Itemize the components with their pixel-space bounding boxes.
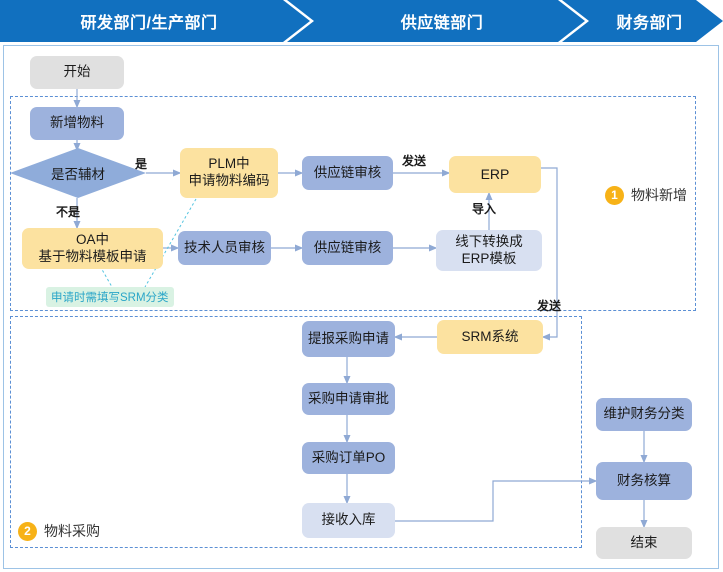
node-line-1: OA中 xyxy=(75,231,109,247)
lane-header-rd-production: 研发部门/生产部门 xyxy=(0,0,310,42)
region-2-badge: 2 物料采购 xyxy=(18,521,100,541)
node-oa-apply-by-template[interactable]: OA中 基于物料模板申请 xyxy=(22,228,163,269)
edge-label-no: 不是 xyxy=(56,205,81,219)
region-material-creation xyxy=(10,96,696,311)
lane-header-finance: 财务部门 xyxy=(562,0,723,42)
node-srm-system[interactable]: SRM系统 xyxy=(437,320,543,354)
node-receive-into-stock[interactable]: 接收入库 xyxy=(302,503,395,538)
node-maintain-finance-classification[interactable]: 维护财务分类 xyxy=(596,398,692,431)
node-start[interactable]: 开始 xyxy=(30,56,124,89)
node-end[interactable]: 结束 xyxy=(596,527,692,559)
annotation-srm-classification: 申请时需填写SRM分类 xyxy=(46,287,174,307)
node-submit-purchase-request[interactable]: 提报采购申请 xyxy=(302,321,395,357)
node-decision-is-auxiliary-material[interactable]: 是否辅材 xyxy=(10,148,146,198)
region-2-label: 物料采购 xyxy=(44,523,100,539)
edge-label-yes: 是 xyxy=(135,157,148,171)
lane-header-supply-chain: 供应链部门 xyxy=(287,0,585,42)
lane-header-label: 财务部门 xyxy=(616,15,683,32)
region-1-badge: 1 物料新增 xyxy=(605,185,687,205)
node-line-2: 申请物料编码 xyxy=(188,173,270,188)
node-erp[interactable]: ERP xyxy=(449,156,541,193)
node-purchase-request-approval[interactable]: 采购申请审批 xyxy=(302,383,395,415)
region-1-label: 物料新增 xyxy=(631,187,687,203)
edge-label-send-erp: 发送 xyxy=(402,154,427,168)
node-line-2: ERP模板 xyxy=(461,250,517,266)
node-finance-accounting[interactable]: 财务核算 xyxy=(596,462,692,500)
node-supply-chain-review-1[interactable]: 供应链审核 xyxy=(302,156,393,190)
swimlane-header: 研发部门/生产部门 供应链部门 财务部门 xyxy=(0,0,723,42)
decision-label: 是否辅材 xyxy=(51,167,105,182)
node-offline-convert-erp-template[interactable]: 线下转换成 ERP模板 xyxy=(436,230,542,271)
node-add-material[interactable]: 新增物料 xyxy=(30,107,124,140)
lane-header-label: 供应链部门 xyxy=(400,15,484,32)
edge-label-import: 导入 xyxy=(472,202,497,216)
node-line-1: PLM中 xyxy=(208,156,250,172)
region-2-number: 2 xyxy=(18,521,37,541)
node-plm-apply-material-code[interactable]: PLM中 申请物料编码 xyxy=(180,148,278,198)
region-1-number: 1 xyxy=(605,185,624,205)
node-line-2: 基于物料模板申请 xyxy=(38,248,147,264)
region-material-purchase xyxy=(10,316,582,548)
lane-header-label: 研发部门/生产部门 xyxy=(80,15,218,32)
node-line-1: 线下转换成 xyxy=(455,233,523,249)
node-purchase-order-po[interactable]: 采购订单PO xyxy=(302,442,395,474)
edge-label-send-srm: 发送 xyxy=(537,299,562,313)
node-technical-staff-review[interactable]: 技术人员审核 xyxy=(178,231,271,265)
node-supply-chain-review-2[interactable]: 供应链审核 xyxy=(302,231,393,265)
